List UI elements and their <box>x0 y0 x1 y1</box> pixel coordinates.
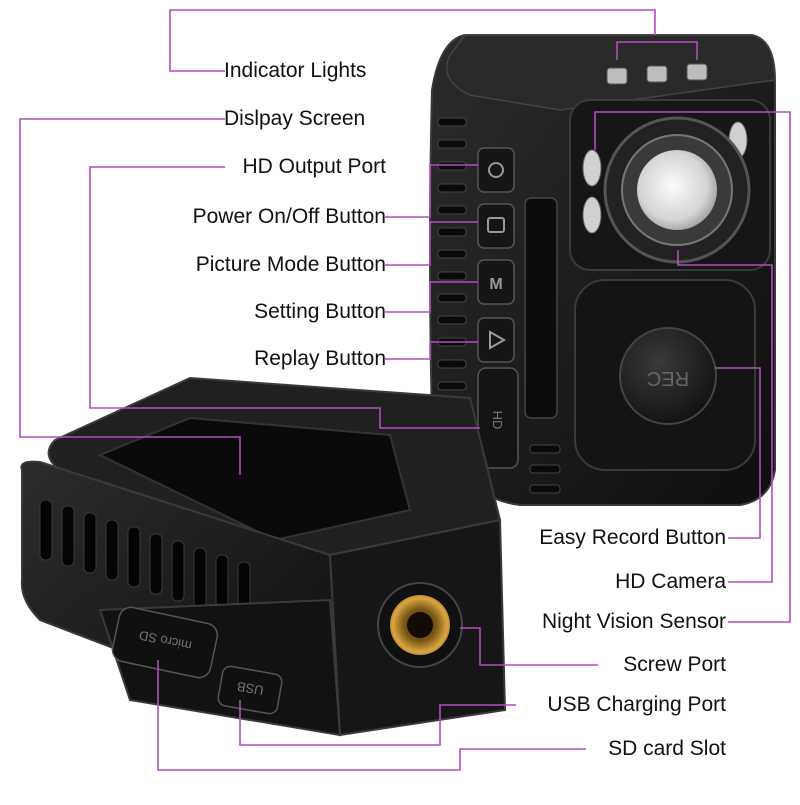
leader-indicator-lights-bracket <box>616 41 698 60</box>
lying-side-vents <box>39 499 251 623</box>
leader-lines <box>19 9 791 771</box>
leader-sd-card-slot <box>157 660 586 771</box>
leader-usb-charging-port <box>239 700 516 746</box>
label-replay-button: Replay Button <box>254 347 386 370</box>
hd-camera-lens-glass <box>637 150 717 230</box>
label-setting-button: Setting Button <box>254 300 386 323</box>
leader-display-screen <box>19 118 241 475</box>
side-buttons: M <box>477 147 515 363</box>
display-screen-shape <box>97 416 412 542</box>
label-night-vision-sensor: Night Vision Sensor <box>541 610 726 633</box>
usb-cover <box>217 665 283 715</box>
leader-hd-camera <box>677 250 773 583</box>
leader-setting-button <box>385 281 478 313</box>
label-easy-record-button: Easy Record Button <box>539 526 726 549</box>
screw-port-hole <box>407 612 433 638</box>
label-power-button: Power On/Off Button <box>192 205 386 228</box>
label-hd-output-port: HD Output Port <box>242 155 386 178</box>
leader-indicator-lights <box>169 9 656 72</box>
leader-easy-record-button <box>715 367 761 539</box>
hd-port-cover <box>477 367 519 469</box>
leader-picture-mode-button <box>385 221 478 266</box>
leader-replay-button <box>385 341 478 360</box>
easy-record-button-shape <box>619 327 717 425</box>
lying-camera: micro SD USB <box>20 376 507 737</box>
usb-text: USB <box>236 679 265 698</box>
sd-card-cover <box>111 606 219 679</box>
label-indicator-lights: Indicator Lights <box>224 59 367 82</box>
leader-hd-output-port <box>89 166 480 429</box>
lower-vents <box>529 444 561 494</box>
side-slot <box>524 197 558 419</box>
label-display-screen: Dislpay Screen <box>224 107 366 130</box>
upright-camera: M HD REC <box>429 34 776 506</box>
m-button-label: M <box>489 276 502 293</box>
label-hd-camera: HD Camera <box>615 570 726 593</box>
label-picture-mode-button: Picture Mode Button <box>195 253 386 276</box>
hd-port-text: HD <box>490 411 505 430</box>
rec-text: REC <box>647 367 689 389</box>
label-usb-charging-port: USB Charging Port <box>547 693 726 716</box>
leader-screw-port <box>460 627 598 666</box>
leader-power-button <box>385 164 478 218</box>
label-sd-card-slot: SD card Slot <box>608 737 726 760</box>
label-screw-port: Screw Port <box>623 653 726 676</box>
leader-night-vision-sensor <box>594 111 791 623</box>
indicator-lights <box>606 63 708 85</box>
